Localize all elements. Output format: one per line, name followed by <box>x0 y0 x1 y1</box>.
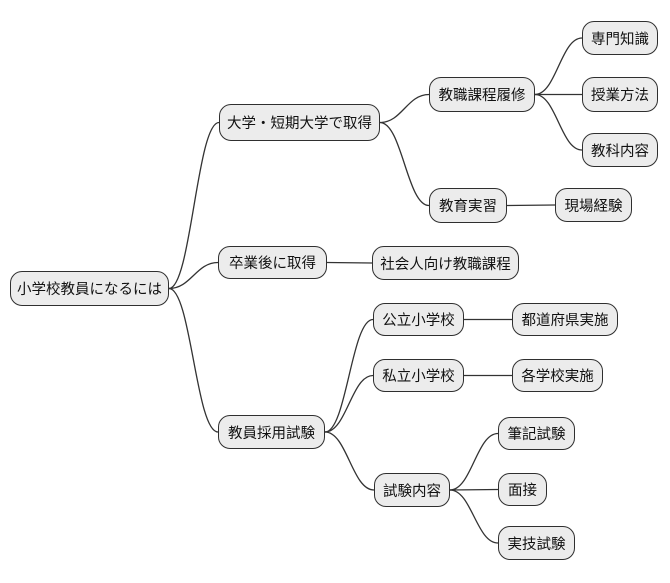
mindmap-edge-saiyou-koritsu <box>324 318 374 433</box>
mindmap-node-koritsu[interactable]: 公立小学校 <box>373 303 464 336</box>
mindmap-edge-root-sotsugyo <box>168 261 219 290</box>
mindmap-edge-shiken-jitsugi <box>449 489 499 544</box>
mindmap-edge-saiyou-shiken <box>324 431 375 491</box>
mindmap-node-shiken[interactable]: 試験内容 <box>374 473 450 507</box>
mindmap-edge-jisshu-genba <box>506 204 556 207</box>
mindmap-node-kyoka[interactable]: 教科内容 <box>582 133 658 167</box>
mindmap-node-hikki[interactable]: 筆記試験 <box>498 417 575 450</box>
mindmap-node-sotsugyo[interactable]: 卒業後に取得 <box>218 246 327 279</box>
mindmap-node-todofuken[interactable]: 都道府県実施 <box>512 303 618 336</box>
mindmap-edge-root-saiyou <box>168 287 219 433</box>
mindmap-edge-saiyou-shiritsu <box>324 374 374 433</box>
mindmap-node-kakugakko[interactable]: 各学校実施 <box>512 359 603 392</box>
mindmap-node-shiritsu[interactable]: 私立小学校 <box>373 359 464 392</box>
mindmap-edge-shiken-hikki <box>449 432 499 491</box>
mindmap-node-kyoshoku[interactable]: 教職課程履修 <box>429 77 535 112</box>
mindmap-node-genba[interactable]: 現場経験 <box>555 188 632 222</box>
mindmap-node-jugyo[interactable]: 授業方法 <box>582 77 658 112</box>
mindmap-node-root[interactable]: 小学校教員になるには <box>10 271 169 306</box>
mindmap-edge-shiken-mensetsu <box>449 488 499 491</box>
mindmap-edge-kyoshoku-kyoka <box>534 93 583 151</box>
mindmap-edge-sotsugyo-shakai <box>326 261 373 264</box>
mindmap-node-senmon[interactable]: 専門知識 <box>582 21 658 55</box>
mindmap-node-mensetsu[interactable]: 面接 <box>498 473 547 506</box>
mindmap-edge-kyoshoku-senmon <box>534 37 583 96</box>
mindmap-edge-root-univ <box>168 121 220 290</box>
mindmap-node-univ[interactable]: 大学・短期大学で取得 <box>219 104 380 141</box>
mindmap-node-shakai[interactable]: 社会人向け教職課程 <box>372 246 519 280</box>
mindmap-edge-univ-kyoshoku <box>379 93 430 124</box>
mindmap-node-jisshu[interactable]: 教育実習 <box>429 188 507 223</box>
mindmap-node-saiyou[interactable]: 教員採用試験 <box>218 415 325 449</box>
mindmap-node-jitsugi[interactable]: 実技試験 <box>498 526 575 560</box>
mindmap-edge-univ-jisshu <box>379 121 430 207</box>
